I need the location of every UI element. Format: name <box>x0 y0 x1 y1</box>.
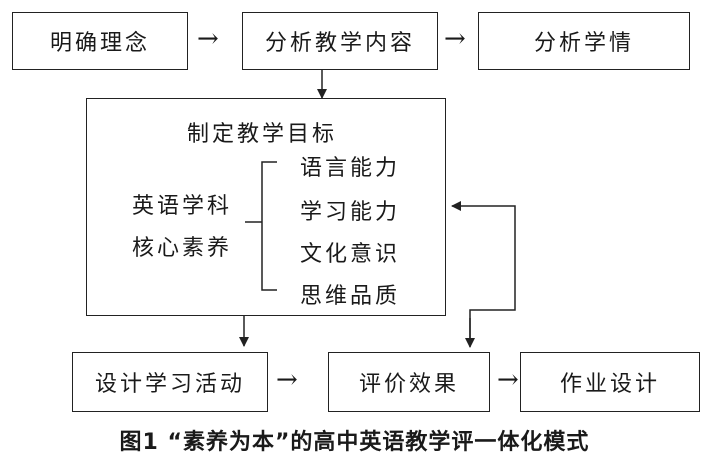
label-design-activities: 设计学习活动 <box>94 372 245 397</box>
arrow-right-4: → <box>497 365 522 395</box>
arrow-right-2: → <box>444 24 469 54</box>
label-core-literacy-line1: 英语学科 <box>132 194 233 219</box>
literacy-item-culture: 文化意识 <box>300 242 401 267</box>
label-set-objectives: 制定教学目标 <box>187 122 338 147</box>
literacy-item-language: 语言能力 <box>300 156 401 181</box>
figure-caption: 图1 “素养为本”的高中英语教学评一体化模式 <box>119 430 590 455</box>
box-homework-design: 作业设计 <box>520 352 700 412</box>
box-analyze-learners: 分析学情 <box>478 12 690 70</box>
label-clarify-concept: 明确理念 <box>49 31 150 56</box>
feedback-loop-line <box>451 201 516 340</box>
label-analyze-content: 分析教学内容 <box>264 31 415 56</box>
literacy-item-thinking: 思维品质 <box>300 284 401 309</box>
box-set-objectives <box>86 98 446 316</box>
box-clarify-concept: 明确理念 <box>12 12 188 70</box>
arrow-right-1: → <box>197 24 222 54</box>
label-evaluate-effect: 评价效果 <box>358 372 459 397</box>
literacy-bracket <box>261 161 277 291</box>
arrow-right-3: → <box>276 365 301 395</box>
box-design-activities: 设计学习活动 <box>72 352 268 412</box>
label-analyze-learners: 分析学情 <box>533 31 634 56</box>
box-evaluate-effect: 评价效果 <box>328 352 490 412</box>
box-analyze-content: 分析教学内容 <box>242 12 438 70</box>
literacy-item-learning: 学习能力 <box>300 200 401 225</box>
label-homework-design: 作业设计 <box>559 372 660 397</box>
label-core-literacy-line2: 核心素养 <box>132 236 233 261</box>
